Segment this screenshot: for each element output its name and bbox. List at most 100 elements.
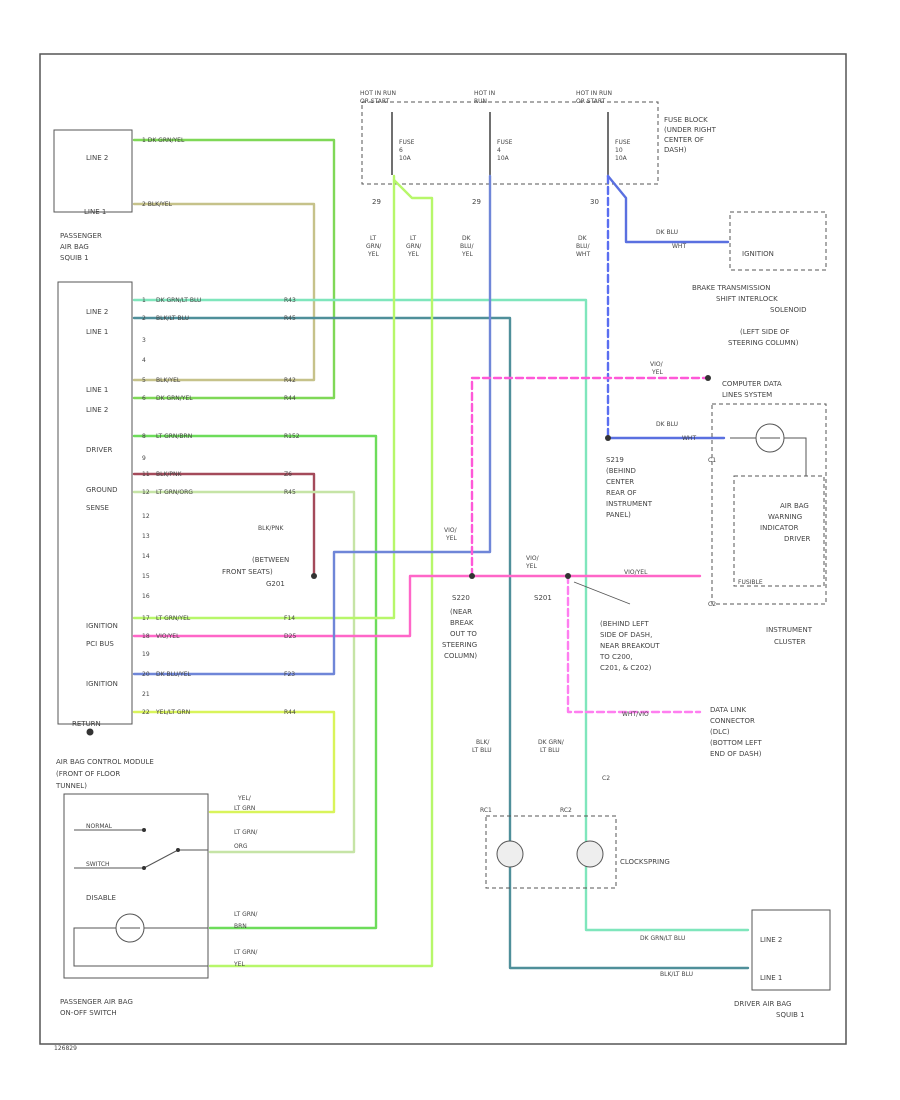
svg-text:R43: R43 [284, 297, 296, 304]
svg-text:SQUIB 1: SQUIB 1 [60, 254, 89, 262]
module-upper-rows: LINE 2 1 DK GRN/LT BLU R43 LINE 1 2 BLK/… [86, 297, 300, 512]
svg-text:LINE 1: LINE 1 [86, 328, 108, 336]
svg-text:(NEAR: (NEAR [450, 608, 472, 616]
svg-text:(FRONT OF FLOOR: (FRONT OF FLOOR [56, 770, 120, 778]
svg-text:YEL/: YEL/ [237, 795, 252, 802]
module-ground-pin [86, 728, 94, 736]
svg-text:LINE 2: LINE 2 [86, 308, 108, 316]
clockspring-label: CLOCKSPRING [620, 858, 670, 866]
svg-text:(BEHIND LEFT: (BEHIND LEFT [600, 620, 649, 628]
svg-text:BLK/PNK: BLK/PNK [156, 471, 183, 478]
svg-text:LT: LT [370, 235, 377, 242]
svg-text:AIR BAG: AIR BAG [60, 243, 89, 251]
svg-text:BRN: BRN [234, 923, 247, 930]
instrument-cluster-label: INSTRUMENT CLUSTER [766, 626, 813, 646]
ground-g201 [311, 573, 317, 579]
svg-text:CENTER: CENTER [606, 478, 634, 486]
svg-text:IGNITION: IGNITION [86, 622, 118, 630]
svg-text:14: 14 [142, 553, 150, 560]
svg-text:DISABLE: DISABLE [86, 894, 116, 902]
svg-text:8: 8 [142, 433, 146, 440]
svg-text:HOT IN: HOT IN [474, 90, 495, 97]
switch-internals: NORMAL SWITCH DISABLE [73, 823, 208, 967]
svg-text:LT GRN: LT GRN [234, 805, 255, 812]
svg-text:15: 15 [142, 573, 150, 580]
computer-data-label: COMPUTER DATA LINES SYSTEM [722, 380, 782, 399]
driver-squib-box [751, 909, 831, 991]
wire-blk-yel [132, 202, 316, 382]
svg-text:R44: R44 [284, 395, 296, 402]
svg-text:DK BLU/YEL: DK BLU/YEL [156, 671, 191, 678]
svg-text:BRAKE TRANSMISSION: BRAKE TRANSMISSION [692, 284, 771, 292]
svg-text:1: 1 [142, 297, 146, 304]
svg-text:LT GRN/: LT GRN/ [234, 829, 258, 836]
wire-blk-pnk [132, 472, 316, 578]
wire-yel-lt-grn [132, 710, 336, 814]
svg-text:(BEHIND: (BEHIND [606, 467, 636, 475]
svg-text:4: 4 [142, 357, 146, 364]
svg-text:11: 11 [142, 471, 150, 478]
svg-text:R152: R152 [284, 433, 300, 440]
fuse-6: HOT IN RUN OR START FUSE 6 10A [360, 90, 415, 175]
svg-text:FUSE BLOCK: FUSE BLOCK [664, 116, 708, 124]
clockspring-wire1-label: BLK/ [476, 739, 490, 746]
g201-label: (BETWEEN FRONT SEATS) G201 [222, 556, 289, 588]
wht-vio-label: WHT/VIO [622, 711, 649, 718]
switch-wire-labels: YEL/ LT GRN LT GRN/ ORG LT GRN/ BRN LT G… [233, 795, 258, 968]
clockspring-outline [485, 815, 617, 889]
fuse-block-label: FUSE BLOCK (UNDER RIGHT CENTER OF DASH) [664, 116, 717, 154]
svg-text:TO C200,: TO C200, [599, 653, 632, 661]
svg-text:GRN/: GRN/ [406, 243, 422, 250]
svg-text:BLU/: BLU/ [460, 243, 475, 250]
svg-text:DRIVER AIR BAG: DRIVER AIR BAG [734, 1000, 791, 1008]
svg-text:G201: G201 [266, 580, 285, 588]
svg-text:(BOTTOM LEFT: (BOTTOM LEFT [710, 739, 762, 747]
svg-text:16: 16 [142, 593, 150, 600]
svg-text:YEL: YEL [233, 961, 245, 968]
module-lower-rows: IGNITION 17 LT GRN/YEL F14 PCI BUS 18 VI… [72, 615, 296, 728]
svg-text:YEL: YEL [525, 563, 537, 570]
svg-text:BREAK: BREAK [450, 619, 474, 627]
svg-text:R45: R45 [284, 315, 296, 322]
pass-line1: LINE 1 [84, 208, 106, 216]
ignition-label: IGNITION [742, 250, 774, 258]
svg-text:YEL: YEL [407, 251, 419, 258]
rc2-label: RC2 [560, 807, 572, 814]
svg-text:SWITCH: SWITCH [86, 861, 110, 868]
dlc-label: DATA LINK CONNECTOR (DLC) (BOTTOM LEFT E… [710, 706, 762, 758]
module-pin-column: 12 13 14 15 16 [142, 513, 150, 600]
instrument-cluster-outline [711, 403, 827, 605]
svg-text:YEL: YEL [445, 535, 457, 542]
s201-wire-label: VIO/ [526, 555, 540, 562]
svg-text:DRIVER: DRIVER [86, 446, 113, 454]
svg-text:LINES SYSTEM: LINES SYSTEM [722, 391, 772, 399]
pass-wire2: 2 BLK/YEL [142, 201, 173, 208]
dr-line2: LINE 2 [760, 936, 782, 944]
svg-text:CLUSTER: CLUSTER [774, 638, 806, 646]
svg-text:RETURN: RETURN [72, 720, 101, 728]
svg-text:R42: R42 [284, 377, 296, 384]
svg-text:COMPUTER DATA: COMPUTER DATA [722, 380, 782, 388]
dr-wire1: DK GRN/LT BLU [640, 935, 685, 942]
svg-text:COLUMN): COLUMN) [444, 652, 477, 660]
connector-c1: C1 [708, 457, 716, 464]
svg-text:LT: LT [410, 235, 417, 242]
svg-text:FUSE: FUSE [497, 139, 513, 146]
svg-text:GRN/: GRN/ [366, 243, 382, 250]
svg-text:DRIVER: DRIVER [784, 535, 811, 543]
svg-text:BLK/YEL: BLK/YEL [156, 377, 181, 384]
svg-text:(LEFT SIDE OF: (LEFT SIDE OF [740, 328, 790, 336]
svg-text:WHT: WHT [576, 251, 590, 258]
svg-text:20: 20 [142, 671, 150, 678]
dr-line1: LINE 1 [760, 974, 782, 982]
warning-indicator-driver [733, 475, 825, 587]
svg-text:SQUIB 1: SQUIB 1 [776, 1011, 805, 1019]
svg-text:HOT IN RUN: HOT IN RUN [360, 90, 396, 97]
svg-text:SENSE: SENSE [86, 504, 109, 512]
svg-text:ON-OFF SWITCH: ON-OFF SWITCH [60, 1009, 117, 1017]
dr-wire2: BLK/LT BLU [660, 971, 693, 978]
wires [132, 138, 750, 970]
svg-text:10A: 10A [399, 155, 412, 162]
svg-text:WARNING: WARNING [768, 513, 802, 521]
blk-pnk-label: BLK/PNK [258, 525, 285, 532]
